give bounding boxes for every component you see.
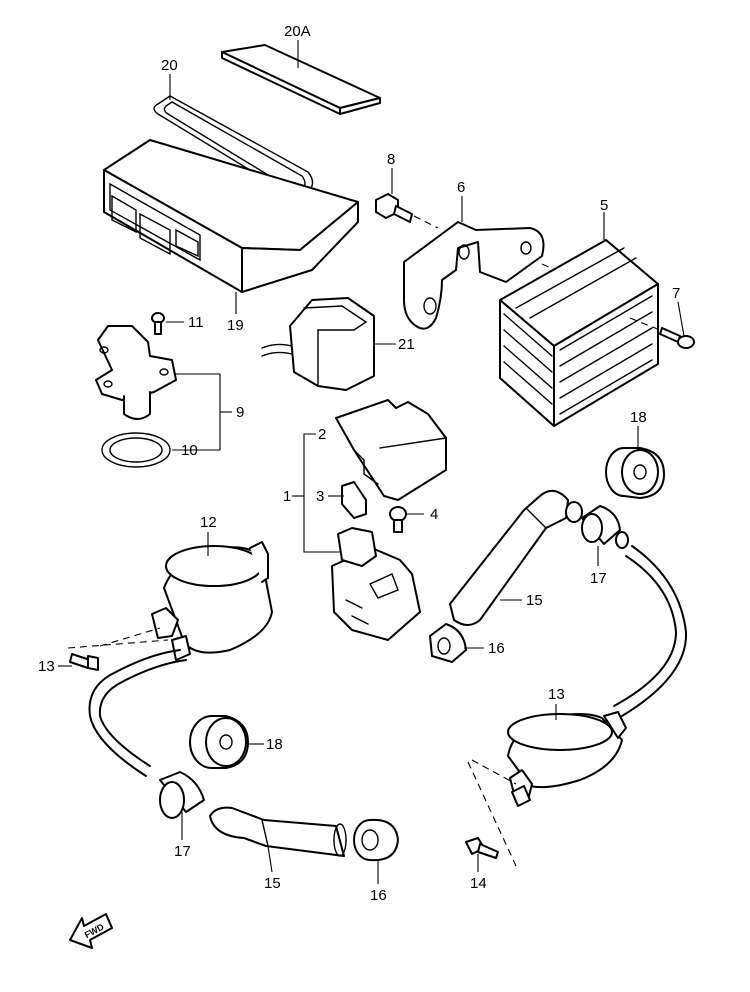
part-21-relay (261, 297, 375, 391)
callout-18-left: 18 (266, 736, 283, 753)
hose-right (621, 545, 688, 717)
callout-16-right: 16 (488, 640, 505, 657)
callout-17-left: 17 (174, 843, 191, 860)
callout-18-right: 18 (630, 409, 647, 426)
callout-10: 10 (181, 442, 198, 459)
part-18-rubber-left (189, 715, 249, 769)
callout-15-left: 15 (264, 875, 281, 892)
part-1-fuse-box (331, 527, 421, 641)
callout-19: 19 (227, 317, 244, 334)
callout-9: 9 (236, 404, 244, 421)
callout-4: 4 (430, 506, 438, 523)
hose-right-inner (613, 555, 678, 707)
callout-labels: 20A 20 19 8 6 5 7 11 21 9 10 18 2 1 3 4 … (38, 23, 680, 904)
part-10-oring (101, 432, 171, 468)
part-19-ecu (103, 139, 359, 293)
part-6-bracket (403, 221, 561, 330)
part-12-ignition-coil (151, 541, 273, 661)
part-13-bolt-left (67, 627, 169, 671)
callout-13-right: 13 (548, 686, 565, 703)
part-16-boot-left (353, 818, 399, 862)
callout-2: 2 (318, 426, 326, 443)
hose-left-inner (98, 659, 187, 767)
hose-left (88, 649, 181, 777)
fwd-arrow: FWD (69, 913, 113, 949)
callout-6: 6 (457, 179, 465, 196)
part-17-cap-right (581, 505, 629, 549)
part-8-bolt (375, 193, 439, 229)
part-4-screw (389, 506, 407, 533)
callout-1: 1 (283, 488, 291, 505)
part-9-sensor (95, 325, 177, 420)
leader-lines (58, 40, 685, 884)
part-20a-pad (221, 44, 381, 115)
callout-5: 5 (600, 197, 608, 214)
part-18-rubber-right (605, 447, 665, 499)
part-5-regulator (499, 239, 659, 427)
callout-21: 21 (398, 336, 415, 353)
callout-8: 8 (387, 151, 395, 168)
callout-20: 20 (161, 57, 178, 74)
callout-12: 12 (200, 514, 217, 531)
part-3-fuse (341, 481, 367, 519)
part-7-screw (629, 317, 695, 349)
part-14-bolt (465, 759, 517, 867)
part-2-fuse-cover (335, 399, 447, 501)
callout-3: 3 (316, 488, 324, 505)
callout-11: 11 (188, 314, 204, 331)
part-16-boot-right (429, 623, 467, 663)
part-13-coil-right (507, 711, 627, 807)
callout-13-left: 13 (38, 658, 55, 675)
part-15-plug-cap-left (209, 806, 347, 857)
callout-7: 7 (672, 285, 680, 302)
callout-15-right: 15 (526, 592, 543, 609)
callout-16-left: 16 (370, 887, 387, 904)
callout-17-right: 17 (590, 570, 607, 587)
part-11-screw (151, 312, 165, 335)
part-15-plug-cap-right (449, 489, 583, 626)
callout-20a: 20A (284, 23, 311, 40)
part-17-cap-left (159, 771, 205, 819)
callout-14: 14 (470, 875, 487, 892)
